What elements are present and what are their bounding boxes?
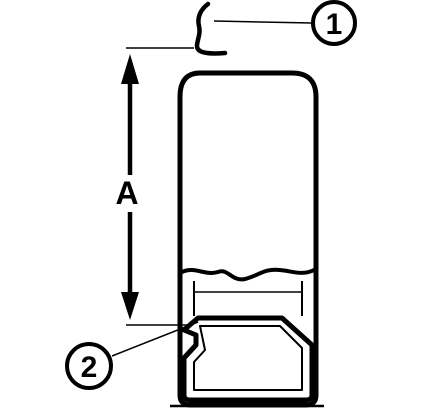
tire-cutaway-line	[180, 267, 316, 282]
wheel-rim-inner	[193, 325, 303, 391]
callout-2-leader	[111, 321, 199, 357]
callout-1: 1	[311, 0, 357, 46]
callout-1-leader	[213, 20, 313, 24]
dimension-label: A	[115, 175, 138, 211]
dimension-arrow	[121, 54, 139, 320]
spring-clip	[194, 1, 228, 56]
callout-2: 2	[65, 342, 113, 390]
callout-2-number: 2	[81, 351, 98, 384]
callout-1-number: 1	[326, 8, 343, 41]
wheel-rim	[181, 315, 315, 403]
